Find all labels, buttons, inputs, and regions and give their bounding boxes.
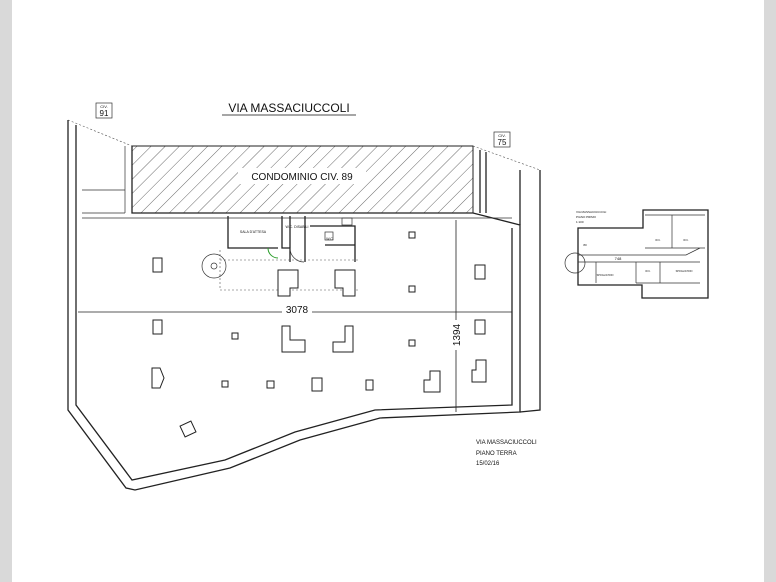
boundary-line-left	[67, 119, 133, 147]
svg-text:VIA MASSACIUCCOLI: VIA MASSACIUCCOLI	[476, 440, 537, 446]
svg-text:SPOGLIATOIO: SPOGLIATOIO	[597, 274, 614, 277]
svg-text:CIV.: CIV.	[498, 133, 505, 138]
svg-text:VIA MASSACIUCCOLI: VIA MASSACIUCCOLI	[576, 210, 607, 214]
pillars	[151, 231, 487, 438]
mezzanine-plan: VIA MASSACIUCCOLI PIANO PRIMO 1:100 748 …	[564, 209, 709, 299]
svg-text:15/02/16: 15/02/16	[476, 461, 500, 467]
street-title: VIA MASSACIUCCOLI	[228, 101, 349, 115]
main-floor-outline	[67, 120, 541, 491]
svg-text:1:100: 1:100	[576, 220, 584, 224]
svg-text:W.C.: W.C.	[645, 270, 651, 273]
mezzanine-dim-length: 748	[615, 256, 622, 261]
mezzanine-dim-small: 80	[583, 243, 587, 247]
floor-plan: VIA MASSACIUCCOLI CIV. 91 CIV. 75 CONDOM…	[67, 101, 709, 491]
svg-text:PIANO PRIMO: PIANO PRIMO	[576, 215, 597, 219]
drawing-sheet: VIA MASSACIUCCOLI CIV. 91 CIV. 75 CONDOM…	[12, 0, 764, 582]
boundary-line-right	[472, 145, 541, 171]
svg-text:75: 75	[498, 138, 507, 147]
civ-91-tag: CIV. 91	[95, 102, 113, 119]
svg-text:3078: 3078	[286, 305, 309, 316]
svg-text:CIV.: CIV.	[100, 104, 107, 109]
svg-text:91: 91	[100, 109, 109, 118]
dimension-width: 3078	[78, 303, 512, 316]
title-block: VIA MASSACIUCCOLI PIANO TERRA 15/02/16	[476, 440, 537, 467]
svg-text:W.C.: W.C.	[683, 239, 689, 242]
condominium-label: CONDOMINIO CIV. 89	[251, 172, 353, 183]
dimension-depth: 1394	[448, 220, 463, 412]
svg-text:W.C.: W.C.	[655, 239, 661, 242]
service-rooms: SALA D'ATTESA W.C. DISABILI W.C.	[201, 216, 358, 291]
civ-75-tag: CIV. 75	[493, 131, 511, 148]
condominium-block: CONDOMINIO CIV. 89	[131, 145, 474, 214]
room-label: SALA D'ATTESA	[240, 230, 267, 234]
svg-text:1394: 1394	[452, 323, 463, 346]
room-label: W.C.	[326, 237, 334, 241]
svg-text:PIANO TERRA: PIANO TERRA	[476, 451, 517, 457]
svg-text:SPOGLIATOIO: SPOGLIATOIO	[676, 270, 693, 273]
room-label: W.C. DISABILI	[286, 225, 309, 229]
